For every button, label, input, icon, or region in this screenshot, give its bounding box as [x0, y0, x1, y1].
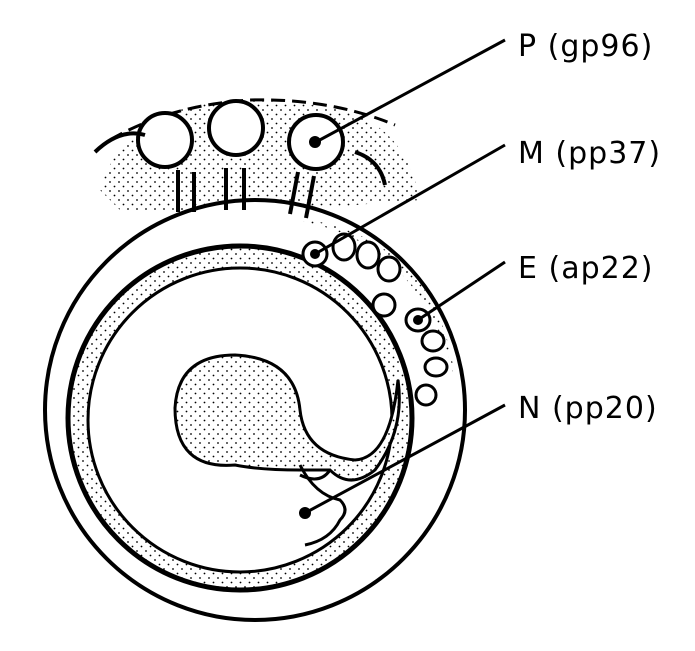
- m-protein-oval: [373, 294, 395, 316]
- m-protein-oval: [416, 385, 436, 405]
- label-n: N (pp20): [518, 391, 658, 426]
- label-e: E (ap22): [518, 251, 654, 286]
- m-protein-oval: [422, 331, 444, 351]
- m-protein-oval: [357, 242, 379, 268]
- leader-line-p: [316, 40, 505, 142]
- peplomer-left-head: [138, 113, 192, 167]
- peplomer-mid-head: [209, 101, 263, 155]
- m-protein-oval: [425, 358, 447, 376]
- label-m: M (pp37): [518, 136, 661, 171]
- leader-line-e: [418, 262, 505, 320]
- m-protein-oval: [378, 257, 400, 281]
- peplomer-right-dot: [309, 136, 321, 148]
- label-p: P (gp96): [518, 29, 653, 64]
